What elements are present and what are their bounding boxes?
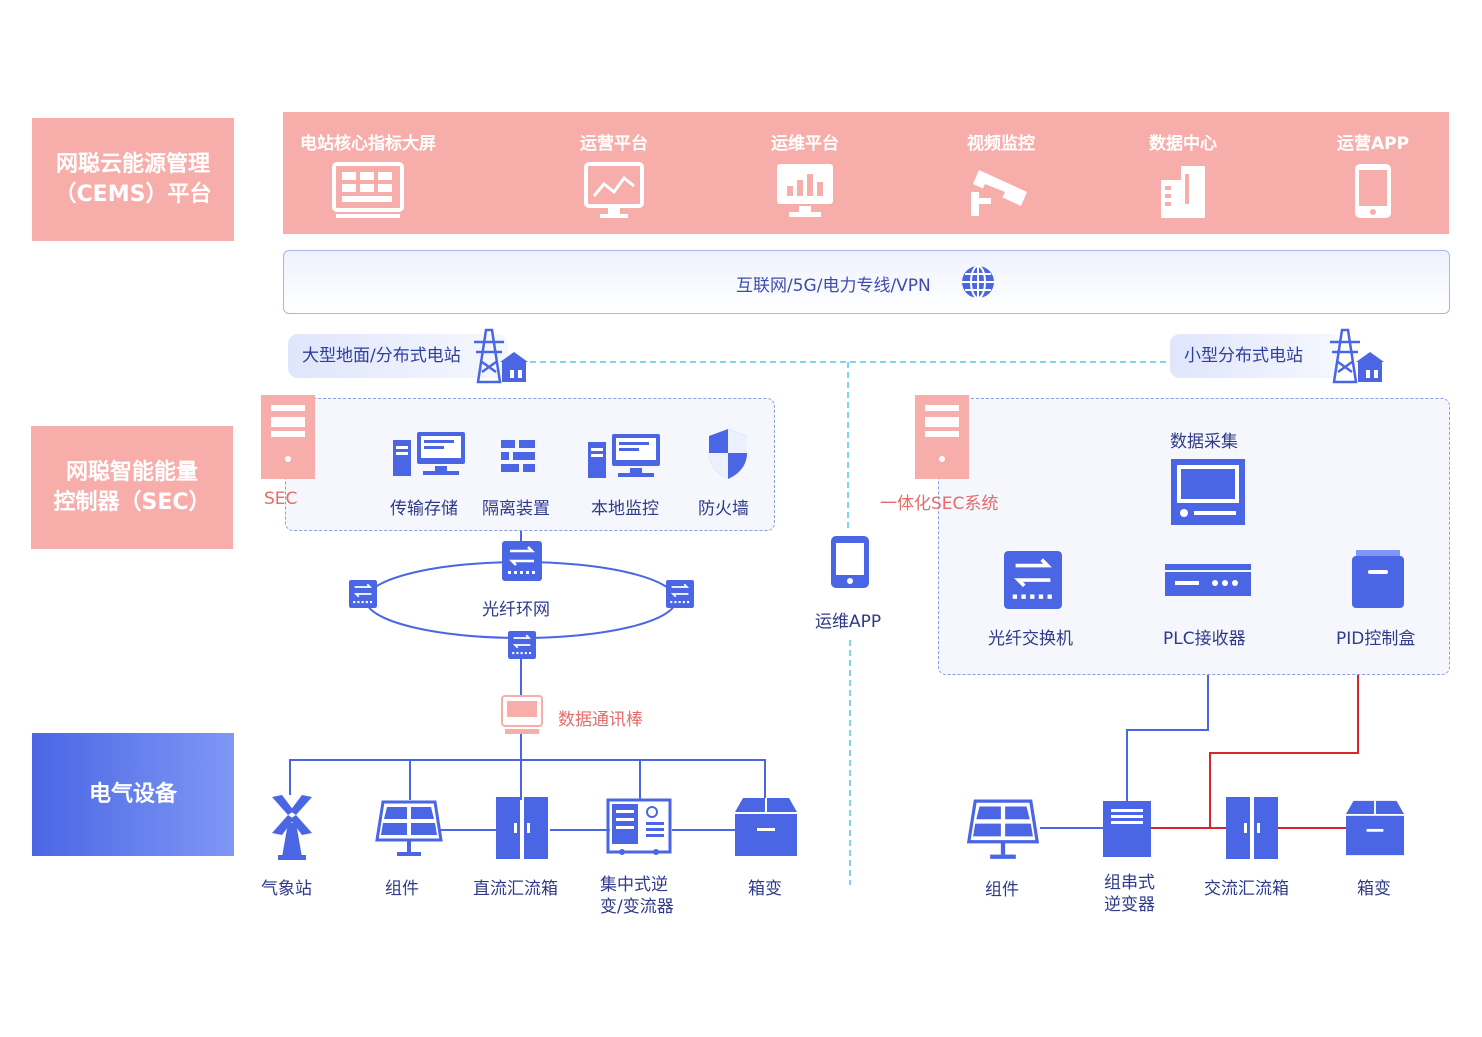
platform-operation[interactable]: 运营平台	[519, 112, 709, 234]
firewall-shield-icon	[709, 429, 747, 479]
equipment-label: 交流汇流箱	[1204, 879, 1289, 899]
right-sec-label: 一体化SEC系统	[880, 494, 999, 514]
bar-chart-monitor-icon	[777, 164, 833, 217]
cems-label-line2: （CEMS）平台	[54, 181, 212, 207]
platform-bar: 电站核心指标大屏 运营平台 运维平台 视频监控 数据中心 运营APP	[283, 112, 1449, 234]
network-bar: 互联网/5G/电力专线/VPN	[283, 250, 1450, 314]
platform-label: 运维平台	[771, 134, 839, 154]
platform-dashboard[interactable]: 电站核心指标大屏	[273, 112, 463, 234]
ring-switch-top-icon	[502, 541, 542, 581]
integrated-sec-server-icon	[915, 395, 969, 479]
equipment-label: 集中式逆 变/变流器	[600, 874, 674, 918]
sec-label-line1: 网聪智能能量	[65, 459, 198, 485]
data-stick-label: 数据通讯棒	[558, 710, 643, 730]
ring-label: 光纤环网	[482, 600, 550, 620]
equipment-label: 组件	[985, 880, 1019, 900]
equipment-label: 电气设备	[32, 733, 234, 856]
ops-app-phone-icon	[831, 536, 869, 588]
transfer-storage-icon	[393, 432, 465, 476]
right-sec-box	[938, 398, 1450, 675]
string-inverter-icon	[1103, 801, 1151, 857]
equipment-label: 箱变	[1357, 879, 1391, 899]
platform-video[interactable]: 视频监控	[906, 112, 1096, 234]
box-transformer-icon	[735, 798, 797, 856]
isolation-device-icon	[501, 440, 535, 472]
ring-switch-right-icon	[666, 580, 694, 608]
central-inverter-icon	[606, 798, 672, 855]
equipment-label-text: 集中式逆 变/变流器	[600, 875, 674, 917]
power-tower-icon	[1330, 328, 1384, 384]
device-label: 光纤交换机	[988, 629, 1073, 649]
ring-switch-bottom-icon	[508, 631, 536, 659]
data-collect-label: 数据采集	[1170, 432, 1238, 452]
fiber-switch-icon	[1004, 551, 1062, 609]
dashboard-screen-icon	[332, 162, 404, 218]
platform-maintenance[interactable]: 运维平台	[710, 112, 900, 234]
cems-label-line1: 网聪云能源管理	[55, 151, 210, 177]
box-transformer-icon	[1346, 800, 1404, 856]
device-label: 隔离装置	[482, 499, 550, 519]
ops-app-label: 运维APP	[815, 612, 882, 632]
solar-panel-icon	[966, 799, 1040, 859]
equipment-label: 箱变	[748, 879, 782, 899]
sec-label-line2: 控制器（SEC）	[53, 489, 211, 515]
dc-combiner-box-icon	[496, 797, 548, 859]
line-chart-monitor-icon	[584, 162, 644, 218]
solar-panel-icon	[375, 800, 443, 856]
platform-app[interactable]: 运营APP	[1278, 112, 1468, 234]
device-label: 防火墙	[698, 499, 749, 519]
platform-label: 视频监控	[967, 134, 1035, 154]
device-label: PID控制盒	[1336, 629, 1416, 649]
platform-label: 运营APP	[1336, 134, 1410, 154]
network-label: 互联网/5G/电力专线/VPN	[736, 276, 931, 296]
left-sec-label: SEC	[264, 489, 298, 509]
right-station-tag: 小型分布式电站	[1170, 334, 1340, 378]
platform-label: 运营平台	[580, 134, 648, 154]
power-tower-icon	[474, 328, 528, 384]
equipment-label: 组件	[385, 879, 419, 899]
data-collect-terminal-icon	[1171, 459, 1245, 525]
mobile-phone-icon	[1355, 164, 1391, 218]
data-stick-icon	[501, 695, 543, 734]
equipment-label: 组串式 逆变器	[1104, 872, 1155, 916]
platform-label: 电站核心指标大屏	[300, 134, 436, 154]
cems-label: 网聪云能源管理 （CEMS）平台	[32, 118, 234, 241]
plc-receiver-icon	[1165, 564, 1251, 596]
device-label: PLC接收器	[1163, 629, 1246, 649]
equipment-label: 直流汇流箱	[473, 879, 558, 899]
left-station-tag: 大型地面/分布式电站	[288, 334, 508, 378]
sec-server-icon	[261, 395, 315, 479]
globe-icon	[962, 265, 994, 299]
local-monitor-icon	[588, 434, 660, 478]
pid-control-box-icon	[1352, 550, 1404, 608]
device-label: 传输存储	[390, 499, 458, 519]
ac-combiner-box-icon	[1226, 797, 1278, 859]
buildings-icon	[1161, 166, 1205, 218]
sec-label: 网聪智能能量控制器（SEC）	[31, 426, 233, 549]
equipment-label-text: 组串式 逆变器	[1104, 873, 1155, 915]
equipment-label: 气象站	[261, 879, 312, 899]
weather-station-icon	[272, 795, 312, 860]
platform-datacenter[interactable]: 数据中心	[1088, 112, 1278, 234]
platform-label: 数据中心	[1149, 134, 1217, 154]
ring-switch-left-icon	[349, 580, 377, 608]
device-label: 本地监控	[591, 499, 659, 519]
cctv-camera-icon	[971, 170, 1027, 216]
